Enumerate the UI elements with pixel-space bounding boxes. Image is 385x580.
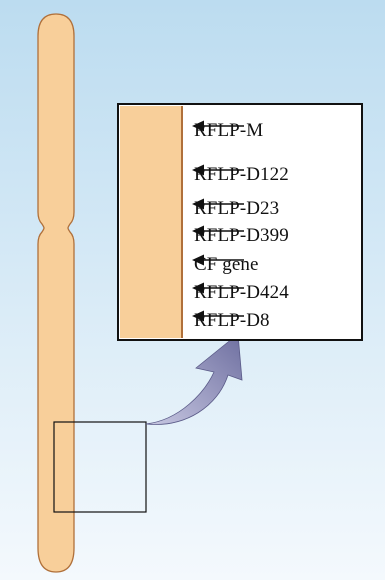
marker-row-rflp-d399: RFLP-D399: [192, 224, 289, 248]
left-arrow-icon: [192, 310, 244, 322]
marker-row-rflp-m: RFLP-M: [192, 119, 263, 143]
marker-row-cf-gene: CF gene: [192, 253, 259, 277]
inset-chromosome-strip: [120, 106, 182, 338]
chromosome: [37, 13, 75, 573]
marker-row-rflp-d8: RFLP-D8: [192, 309, 270, 333]
left-arrow-icon: [192, 254, 244, 266]
left-arrow-icon: [192, 282, 244, 294]
left-arrow-icon: [192, 120, 244, 132]
zoom-arrow: [145, 333, 243, 425]
marker-row-rflp-d23: RFLP-D23: [192, 197, 279, 221]
left-arrow-icon: [192, 225, 244, 237]
marker-row-rflp-d122: RFLP-D122: [192, 163, 289, 187]
left-arrow-icon: [192, 198, 244, 210]
highlight-region-box: [53, 421, 147, 513]
marker-row-rflp-d424: RFLP-D424: [192, 281, 289, 305]
left-arrow-icon: [192, 164, 244, 176]
